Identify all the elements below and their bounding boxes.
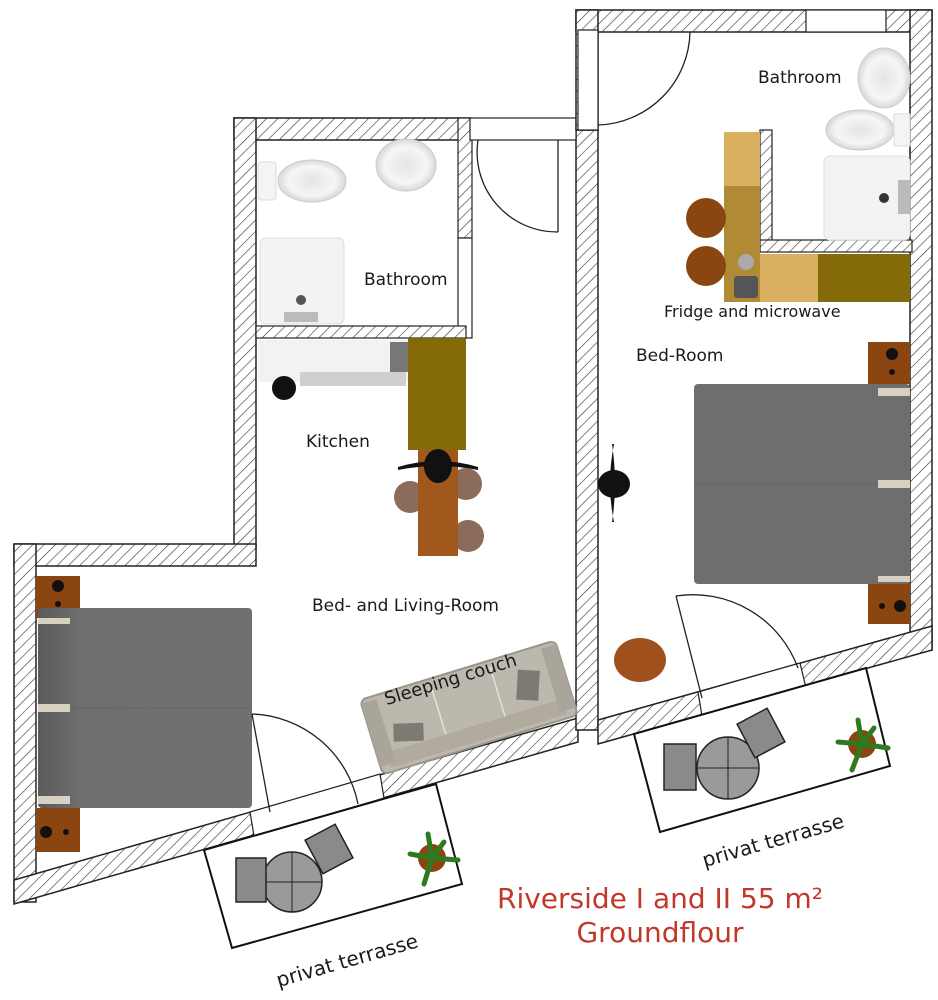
left-terrace [202, 782, 464, 950]
right-bed [694, 342, 910, 624]
left-apartment-walls [13, 117, 599, 905]
label-bed-room: Bed-Room [636, 346, 724, 366]
right-terrace [632, 666, 892, 834]
right-bathroom-fixtures [823, 47, 911, 241]
label-right-bathroom: Bathroom [758, 68, 842, 88]
label-fridge-microwave: Fridge and microwave [664, 302, 841, 321]
left-bathroom-fixtures [257, 138, 437, 325]
ottoman [614, 638, 666, 682]
left-bed [36, 576, 252, 852]
right-apartment-walls [575, 9, 933, 745]
label-left-bathroom: Bathroom [364, 270, 448, 290]
label-kitchen: Kitchen [306, 432, 370, 452]
right-kitchenette [686, 132, 910, 302]
plan-title-line1: Riverside I and II 55 m² [497, 882, 823, 915]
wall-light [598, 444, 630, 522]
label-bed-living-room: Bed- and Living-Room [312, 596, 499, 616]
kitchen-fixtures [258, 338, 484, 556]
sleeping-couch [360, 640, 578, 775]
plan-title: Riverside I and II 55 m² Groundflour [470, 882, 850, 950]
plan-title-line2: Groundflour [576, 916, 744, 949]
